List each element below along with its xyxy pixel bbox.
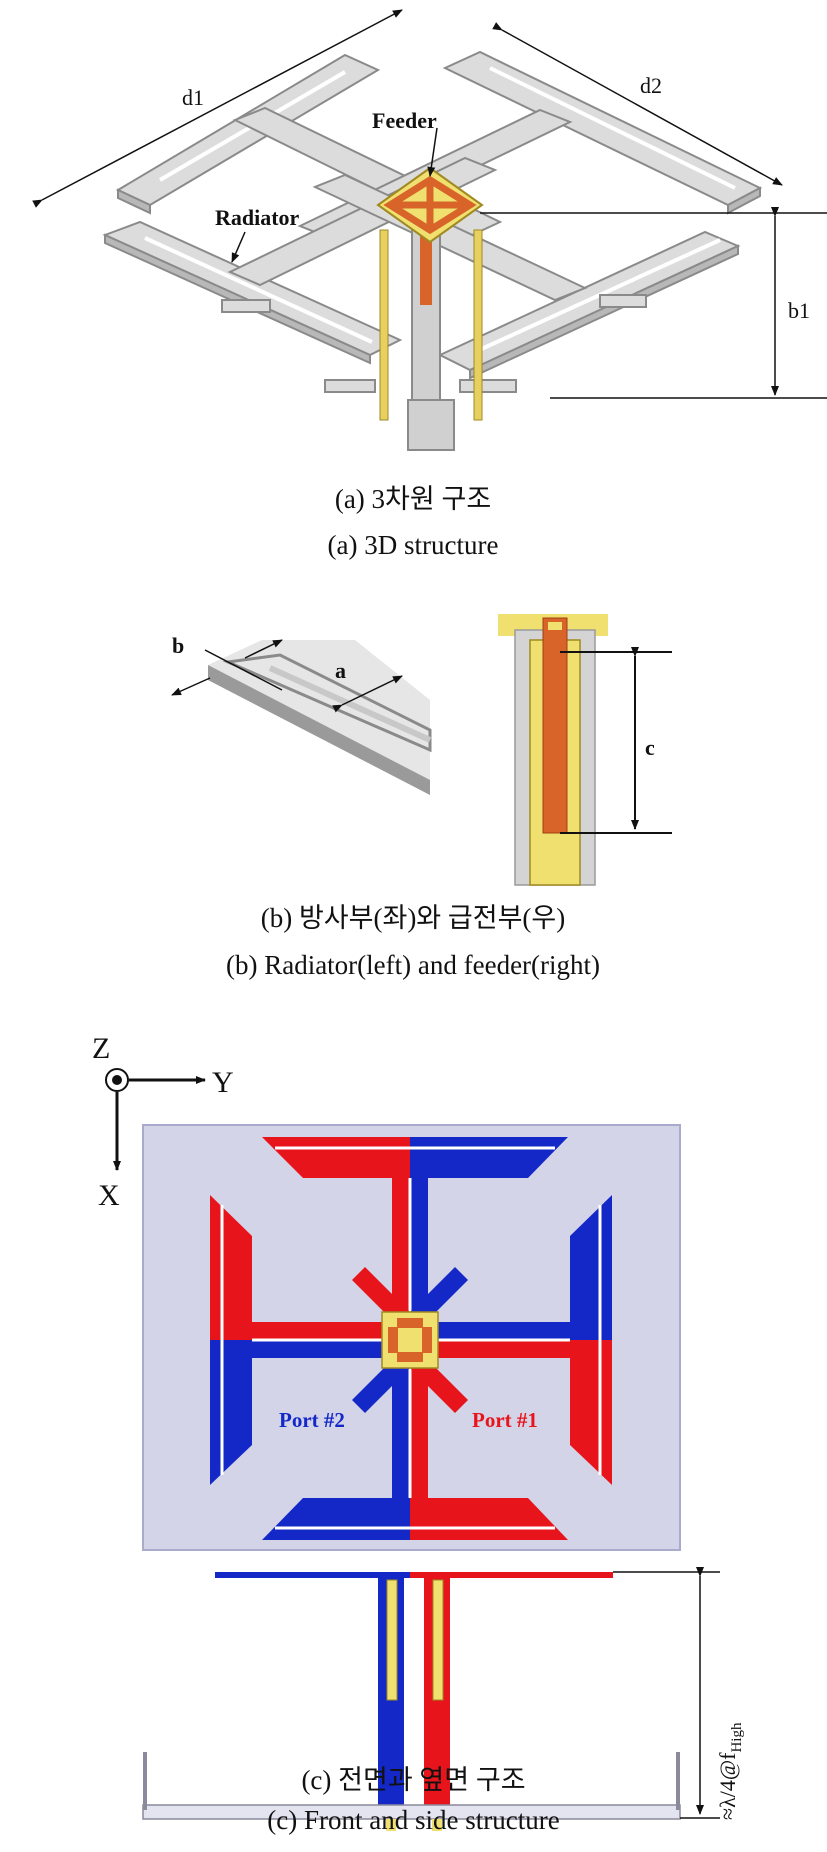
caption-c-english-text: (c) Front and side structure bbox=[267, 1805, 560, 1835]
label-b1: b1 bbox=[788, 298, 810, 323]
axis-z-label: Z bbox=[92, 1032, 110, 1065]
panel-a-3d-structure: d1 d2 b1 Feeder Radiator (a) 3차원 구조 (a) … bbox=[32, 9, 827, 560]
dimension-lines-c bbox=[560, 647, 672, 834]
feed-arms bbox=[352, 1267, 468, 1413]
label-radiator: Radiator bbox=[215, 205, 300, 230]
axis-y-label: Y bbox=[212, 1066, 234, 1099]
panel-c-front-side: Z Y X bbox=[92, 1032, 745, 1831]
caption-b-english: (b) Radiator(left) and feeder(right) bbox=[226, 950, 600, 980]
caption-a-korean: (a) 3차원 구조 bbox=[335, 484, 491, 514]
label-d2: d2 bbox=[640, 73, 662, 98]
panel-b-details: b a c (b) 방사부(좌)와 급전부(우) (b) Radiator(le… bbox=[171, 614, 672, 980]
height-dimension bbox=[613, 1567, 720, 1819]
feeder-detail bbox=[498, 614, 608, 886]
support-column bbox=[379, 214, 483, 451]
label-c: c bbox=[645, 735, 655, 760]
dimension-lines-a bbox=[32, 9, 827, 399]
dimension-lines-b bbox=[171, 639, 403, 713]
side-view bbox=[142, 1572, 681, 1831]
front-view-radiators bbox=[210, 1137, 612, 1540]
label-d1: d1 bbox=[182, 85, 204, 110]
caption-c-korean-text: (c) 전면과 옆면 구조 bbox=[301, 1765, 526, 1795]
label-feeder: Feeder bbox=[372, 108, 437, 133]
axis-x-label: X bbox=[98, 1179, 120, 1212]
radiator-slot-detail bbox=[208, 640, 432, 795]
label-a: a bbox=[335, 658, 346, 683]
caption-a-english: (a) 3D structure bbox=[328, 530, 499, 560]
coordinate-axes: Z Y X bbox=[92, 1032, 234, 1212]
port-2-label: Port #2 bbox=[279, 1408, 345, 1432]
caption-b-korean: (b) 방사부(좌)와 급전부(우) bbox=[261, 903, 566, 933]
port-1-label: Port #1 bbox=[472, 1408, 538, 1432]
label-b: b bbox=[172, 633, 184, 658]
caption-c-block: (c) 전면과 옆면 구조 (c) Front and side structu… bbox=[0, 1760, 827, 1840]
height-label: ≈λ/4@fHigh bbox=[715, 1722, 745, 1820]
